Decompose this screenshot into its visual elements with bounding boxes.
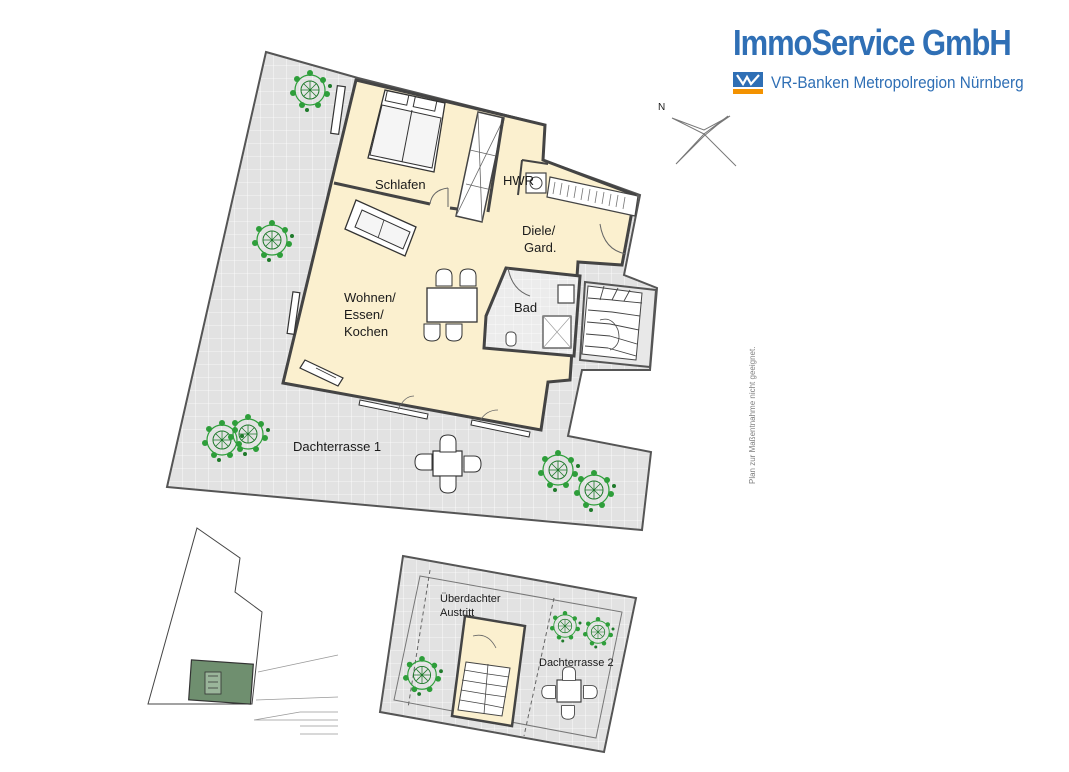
vr-bank-logo-icon	[733, 72, 763, 94]
site-plan	[147, 527, 339, 735]
brand-block: ImmoService GmbH VR-Banken Metropolregio…	[733, 22, 1053, 94]
main-floor: Schlafen HWR Diele/ Gard. Bad Wohnen/ Es…	[165, 50, 659, 532]
sofa	[344, 199, 417, 257]
staircase	[578, 280, 658, 369]
room-label-hwr: HWR	[503, 173, 534, 188]
bed	[367, 89, 446, 173]
wardrobe	[455, 111, 505, 223]
brand-name: ImmoService GmbH	[733, 22, 1012, 63]
disclaimer-text: Plan zur Maßentnahme nicht geeignet.	[748, 346, 757, 484]
brand-subline: VR-Banken Metropolregion Nürnberg	[733, 72, 1052, 94]
room-label-diele-2: Gard.	[524, 240, 557, 255]
room-label-wohnen-3: Kochen	[344, 324, 388, 339]
room-label-diele-1: Diele/	[522, 223, 556, 238]
room-label-dachterrasse-1: Dachterrasse 1	[293, 439, 381, 454]
dining-set	[423, 268, 478, 342]
compass: N	[658, 90, 737, 167]
compass-north-label: N	[658, 102, 665, 113]
room-label-wohnen-1: Wohnen/	[344, 290, 396, 305]
room-label-wohnen-2: Essen/	[344, 307, 384, 322]
brand-subtitle: VR-Banken Metropolregion Nürnberg	[771, 73, 1025, 92]
room-label-bad: Bad	[514, 300, 537, 315]
room-label-austritt-1: Überdachter	[440, 593, 501, 605]
room-label-austritt-2: Austritt	[440, 607, 474, 619]
room-label-schlafen: Schlafen	[375, 177, 426, 192]
terrace-table	[414, 434, 482, 494]
kitchen-counter	[299, 359, 344, 387]
room-label-dachterrasse-2: Dachterrasse 2	[539, 657, 614, 669]
upper-level: Überdachter Austritt Dachterrasse 2	[378, 554, 638, 754]
